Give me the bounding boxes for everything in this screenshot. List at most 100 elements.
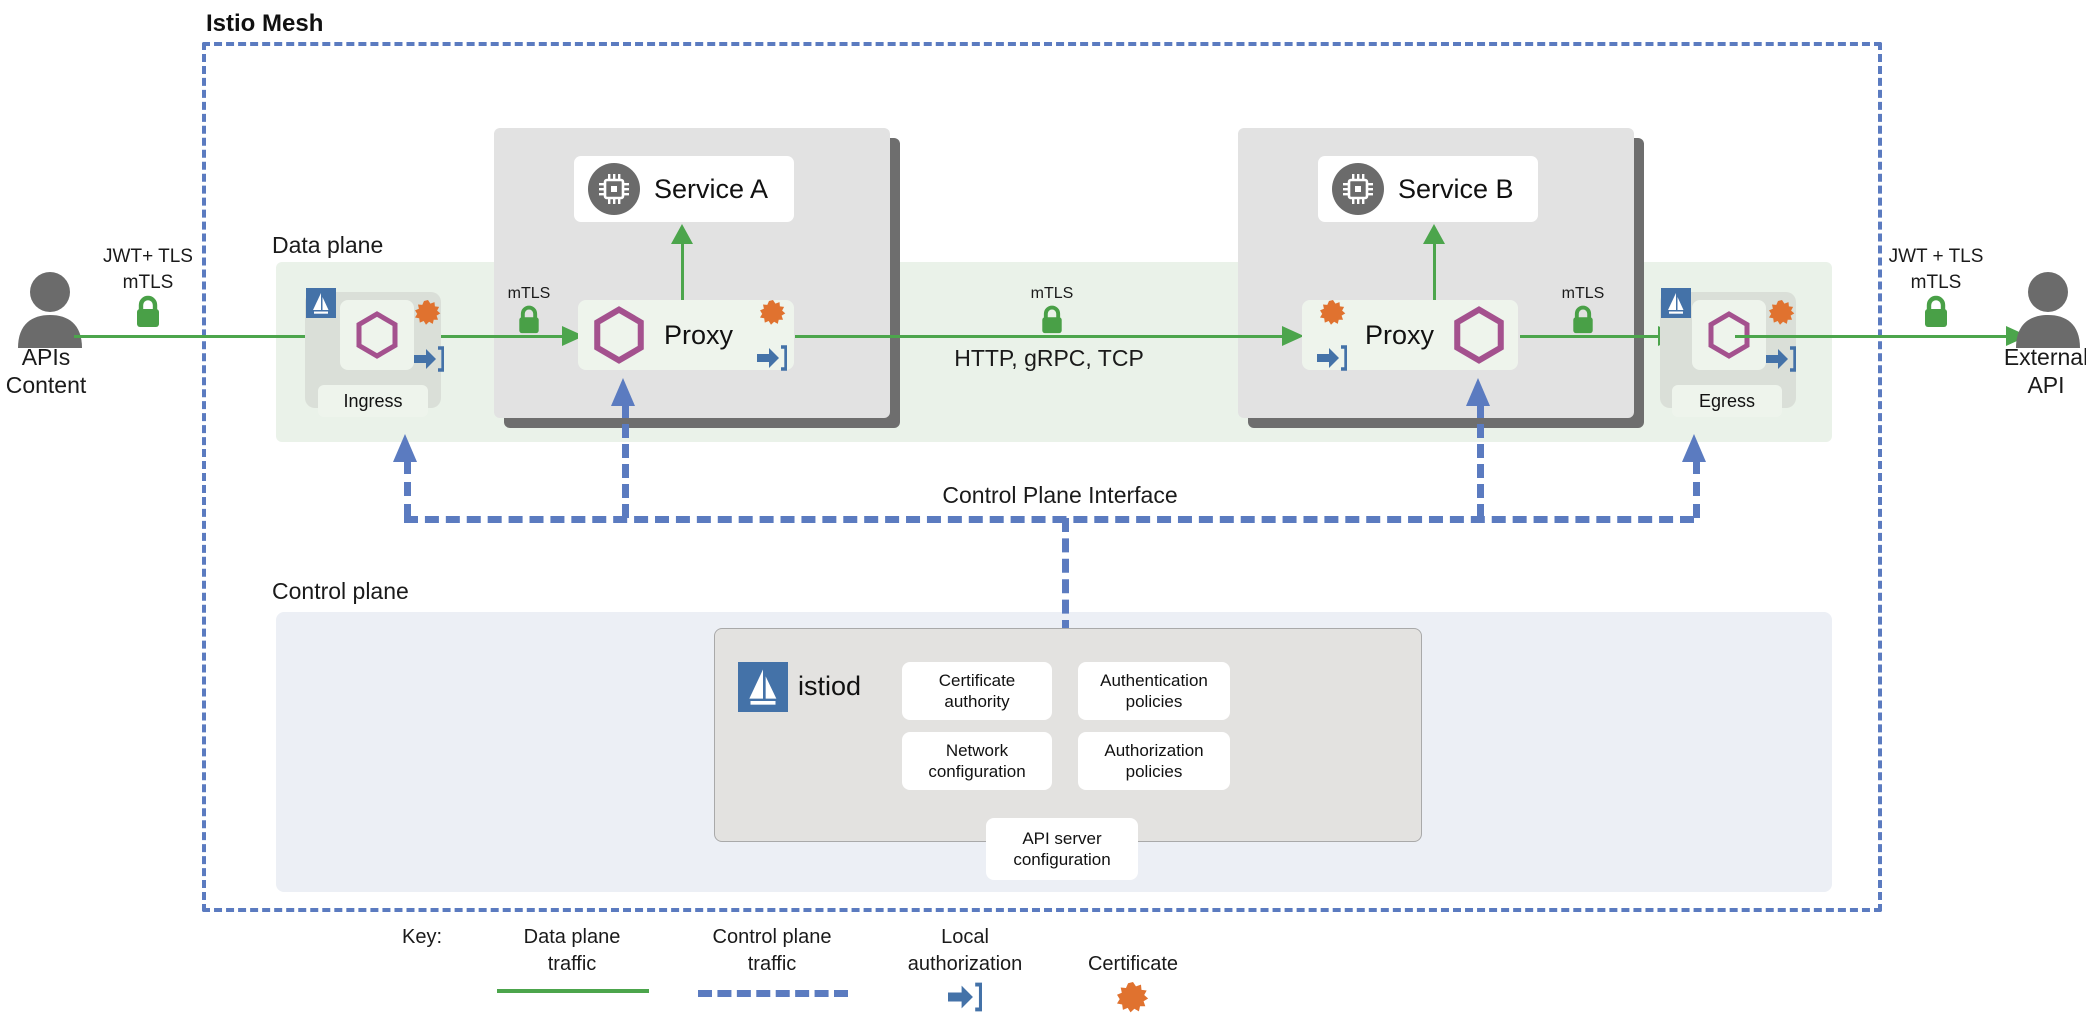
proxy-b-label: Proxy [1364, 319, 1434, 350]
hexagon-proxy-icon [356, 311, 398, 359]
left-edge-label-line2: mTLS [122, 272, 174, 293]
arrowhead-up-service-b [1423, 224, 1445, 244]
istiod-tile-2-line2: configuration [928, 762, 1026, 781]
service-b-cpu-chip-icon [1332, 163, 1384, 215]
service-b-label: Service B [1398, 173, 1514, 204]
istiod-tile-1-line2: policies [1125, 692, 1183, 711]
key-item-1-line1: Control plane [712, 926, 832, 948]
service-a-cpu-chip-icon [588, 163, 640, 215]
key-item-1-line2: traffic [747, 953, 797, 975]
hexagon-proxy-icon [1708, 311, 1750, 359]
key-glyph-certificate-icon [1117, 982, 1149, 1019]
egress-certificate-icon [1769, 300, 1795, 331]
proxy-b-certificate-icon [1320, 300, 1346, 331]
key-item-3-line1: Certificate [1087, 953, 1179, 975]
ingress-certificate-icon [415, 300, 441, 331]
arrowhead-egress-to-external [2006, 326, 2028, 346]
left-edge-label-line1: JWT+ TLS [103, 246, 193, 267]
proxy-a-hexagon-icon [594, 306, 644, 364]
ingress-istio-sail-icon [306, 288, 336, 323]
arrowhead-control-proxy-b [1466, 378, 1490, 406]
key-glyph-dashed-blue-line [698, 990, 848, 997]
mtls-lock-icon-ingress-to-proxy-a [515, 304, 543, 339]
service-a-label: Service A [654, 173, 769, 204]
ingress-proxy-slot [340, 300, 414, 370]
egress-istio-sail-icon [1661, 288, 1691, 323]
traffic-line-service-b-proxy-b [1433, 232, 1436, 304]
key-item-0-line1: Data plane [523, 926, 621, 948]
arrowhead-control-proxy-a [611, 378, 635, 406]
key-item-2-line1: Local [941, 926, 989, 948]
control-plane-label: Control plane [272, 578, 409, 604]
arrowhead-ingress-to-proxy-a [562, 326, 584, 346]
istio-mesh-boundary [202, 42, 1882, 912]
left-lock-icon [133, 294, 163, 333]
arrowhead-proxy-a-to-proxy-b [1282, 326, 1304, 346]
key-title: Key: [402, 926, 443, 948]
istiod-tile-2-line1: Network [945, 740, 1009, 760]
mtls-label-proxy-a-to-proxy-b: mTLS [1030, 285, 1074, 302]
egress-local-authorization-icon [1766, 346, 1797, 377]
istiod-tile-authentication-policies: Authentication policies [1078, 662, 1230, 720]
external-api-label-line2: API [2027, 372, 2065, 398]
control-drop-to-istiod [1062, 518, 1069, 634]
istiod-tile-authorization-policies: Authorization policies [1078, 732, 1230, 790]
istiod-tile-network-configuration: Network configuration [902, 732, 1052, 790]
right-edge-label-line2: mTLS [1910, 272, 1962, 293]
arrowhead-control-ingress [393, 434, 417, 462]
istiod-tile-certificate-authority: Certificate authority [902, 662, 1052, 720]
istiod-bottom-tile-line2: configuration [1013, 850, 1111, 869]
right-edge-label-line1: JWT + TLS [1888, 246, 1984, 267]
ingress-local-authorization-icon [414, 346, 445, 377]
mesh-title: Istio Mesh [200, 10, 330, 38]
service-a-card: Service A [574, 156, 794, 222]
key-glyph-solid-green-line [497, 989, 649, 993]
control-riser-ingress [404, 460, 411, 518]
istiod-bottom-tile-line1: API server [1022, 828, 1102, 848]
key-item-0-line2: traffic [547, 953, 597, 975]
istiod-name-label: istiod [798, 671, 862, 701]
key-item-2-line2: authorization [907, 953, 1023, 975]
control-plane-interface-bus [404, 516, 1694, 523]
proxy-b-hexagon-icon [1454, 306, 1504, 364]
istiod-tile-3-line2: policies [1125, 762, 1183, 781]
control-riser-egress [1693, 460, 1700, 518]
external-api-user-icon [2012, 270, 2084, 353]
istiod-tile-api-server-configuration: API server configuration [986, 818, 1138, 880]
apis-content-label-line2: Content [5, 372, 87, 398]
mtls-lock-icon-proxy-b-to-egress [1569, 304, 1597, 339]
mtls-lock-icon-proxy-a-to-proxy-b [1038, 304, 1066, 339]
right-lock-icon [1921, 294, 1951, 333]
key-glyph-local-authorization-icon [948, 982, 983, 1017]
traffic-arrow-user-to-ingress [74, 335, 328, 338]
control-plane-interface-label: Control Plane Interface [934, 482, 1186, 509]
mtls-label-proxy-b-to-egress: mTLS [1561, 285, 1605, 302]
egress-caption: Egress [1672, 385, 1782, 417]
apis-content-label-line1: APIs [21, 344, 71, 370]
proxy-b-local-authorization-icon [1317, 345, 1348, 376]
istiod-tile-3-line1: Authorization [1104, 740, 1204, 760]
istiod-sail-icon [738, 662, 788, 717]
external-api-label-line1: External [2003, 344, 2086, 370]
traffic-line-service-a-proxy-a [681, 232, 684, 304]
istiod-tile-1-line1: Authentication [1100, 670, 1208, 690]
traffic-line-egress-to-external [1735, 335, 2015, 338]
istiod-tile-0-line2: authority [944, 692, 1010, 711]
arrowhead-up-service-a [671, 224, 693, 244]
traffic-line-proxy-b-to-egress [1520, 335, 1666, 338]
proxy-a-local-authorization-icon [757, 345, 788, 376]
data-plane-label: Data plane [272, 232, 384, 258]
service-b-card: Service B [1318, 156, 1538, 222]
traffic-line-ingress-to-proxy-a [441, 335, 571, 338]
traffic-line-proxy-a-to-proxy-b [795, 335, 1290, 338]
control-riser-proxy-b [1477, 404, 1484, 518]
arrowhead-control-egress [1682, 434, 1706, 462]
istiod-tile-0-line1: Certificate [938, 670, 1016, 690]
proxy-a-label: Proxy [664, 319, 734, 350]
apis-content-user-icon [14, 270, 86, 353]
control-riser-proxy-a [622, 404, 629, 518]
istiod-card [714, 628, 1422, 842]
proxy-a-certificate-icon [760, 300, 786, 331]
mtls-label-ingress-to-proxy-a: mTLS [507, 285, 551, 302]
